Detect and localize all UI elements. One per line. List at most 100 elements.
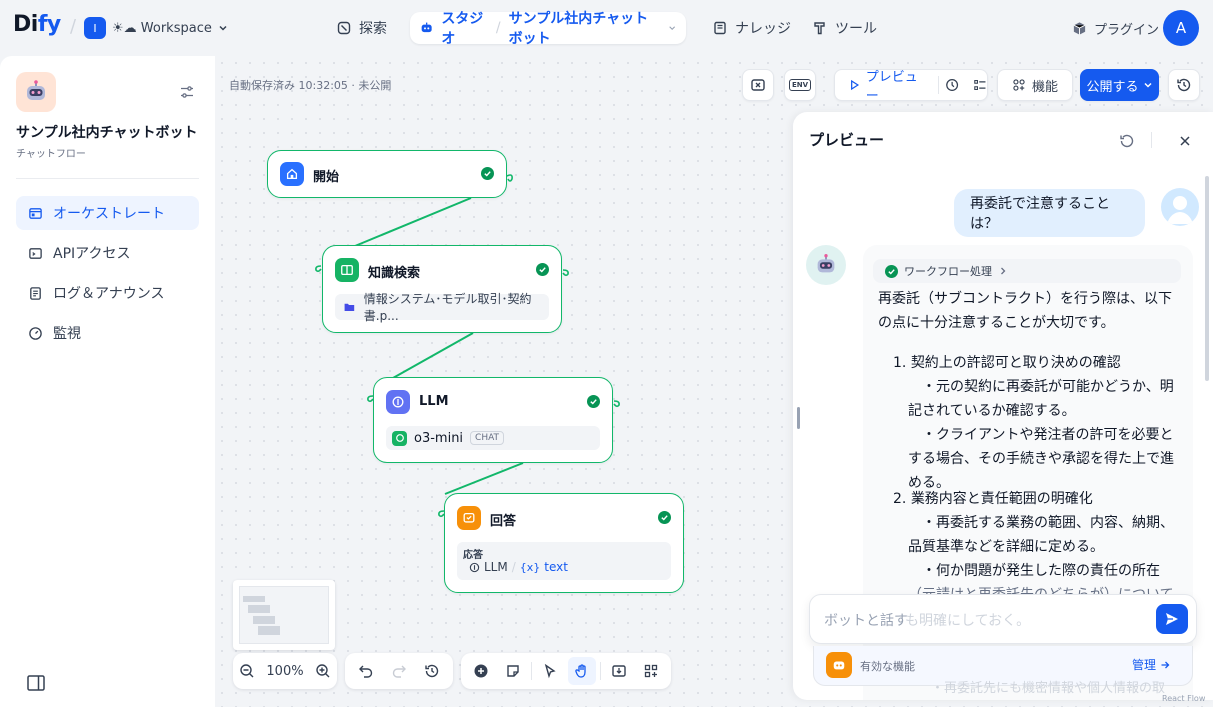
nav-studio[interactable]: スタジオ / サンプル社内チャットボット <box>410 11 686 47</box>
add-node-button[interactable] <box>467 657 495 685</box>
nav-knowledge[interactable]: ナレッジ <box>702 12 801 44</box>
change-history-button[interactable] <box>418 657 447 685</box>
history-icon <box>425 664 439 678</box>
file-list-icon <box>30 286 41 300</box>
item-number: 2. <box>893 491 911 507</box>
sidebar-item-api[interactable]: APIアクセス <box>16 236 199 270</box>
clear-variables-button[interactable] <box>742 69 774 101</box>
layout-icon <box>29 207 42 219</box>
separator: / <box>511 560 516 574</box>
checklist-icon[interactable] <box>973 77 987 93</box>
node-start[interactable]: 開始 <box>267 150 507 198</box>
zoom-in-icon[interactable] <box>315 663 331 679</box>
item-number: 1. <box>893 355 911 371</box>
chat-input[interactable]: ボットと話す <box>824 613 908 629</box>
user-avatar[interactable]: A <box>1163 10 1199 46</box>
answer-variable-box: 応答 LLM / {x} text <box>457 542 671 580</box>
hand-mode-button[interactable] <box>568 657 597 685</box>
chat-input-box[interactable]: ボットと話す も明確にしておく。 <box>809 594 1197 644</box>
sidebar-item-logs[interactable]: ログ＆アナウンス <box>16 276 199 310</box>
features-button[interactable]: 機能 <box>997 69 1073 101</box>
user-avatar-icon <box>1161 188 1199 226</box>
answer-item-2: 2. 業務内容と責任範囲の明確化 ・再委託する業務の範囲、内容、納期、品質基準な… <box>893 487 1183 607</box>
item-heading: 契約上の許認可と取り決めの確認 <box>910 355 1121 371</box>
divider <box>16 178 199 179</box>
model-selector: o3-mini CHAT <box>386 426 600 450</box>
close-icon[interactable] <box>1178 134 1192 148</box>
panel-resize-handle[interactable] <box>797 407 800 429</box>
organize-blocks-button[interactable] <box>637 657 665 685</box>
workspace-switcher[interactable]: I ☀☁ Workspace <box>84 17 228 39</box>
sidebar-item-label: 監視 <box>53 326 81 342</box>
item-point: ・元の契約に再委託が可能かどうか、明記されているか確認する。 <box>908 379 1174 419</box>
dashboard-icon <box>29 326 42 340</box>
node-title: 回答 <box>490 514 517 529</box>
workflow-process-toggle[interactable]: ワークフロー処理 <box>873 259 1181 283</box>
history-controls <box>345 653 453 689</box>
nav-app-label[interactable]: サンプル社内チャットボット <box>508 11 649 47</box>
chevron-down-icon <box>1143 82 1152 88</box>
preview-button-group: プレビュー <box>834 69 988 104</box>
node-llm[interactable]: LLM o3-mini CHAT <box>373 377 613 463</box>
variable-name: text <box>544 560 568 574</box>
dataset-item: 情報システム･モデル取引･契約書.p... <box>335 292 549 323</box>
redo-button[interactable] <box>384 657 413 685</box>
publish-button[interactable]: 公開する <box>1080 69 1159 101</box>
llm-icon <box>386 390 410 414</box>
nav-tools[interactable]: ツール <box>802 12 887 44</box>
sidebar-item-orchestrate[interactable]: オーケストレート <box>16 196 199 230</box>
preview-button[interactable]: プレビュー <box>865 70 918 104</box>
app-name: サンプル社内チャットボット <box>16 125 198 141</box>
history-check-icon[interactable] <box>945 77 959 93</box>
workspace-avatar: I <box>84 17 106 39</box>
answer-icon <box>457 506 481 530</box>
minimap-node <box>253 616 275 624</box>
dataset-name: 情報システム･モデル取引･契約書.p... <box>363 292 532 323</box>
version-history-button[interactable] <box>1168 69 1200 101</box>
success-check-icon <box>587 395 600 408</box>
zoom-controls: 100% <box>233 653 337 689</box>
minimap[interactable] <box>233 580 335 650</box>
success-check-icon <box>536 263 549 276</box>
plugins-button[interactable]: プラグイン <box>1072 19 1159 38</box>
variable-reference: LLM / {x} text <box>469 560 568 574</box>
zoom-out-icon[interactable] <box>239 663 255 679</box>
robot-avatar-icon <box>27 80 45 100</box>
send-button[interactable] <box>1156 604 1188 634</box>
add-note-button[interactable] <box>499 657 527 685</box>
zoom-level[interactable]: 100% <box>266 663 304 679</box>
undo-button[interactable] <box>351 657 380 685</box>
nav-explore[interactable]: 探索 <box>326 12 397 44</box>
export-image-button[interactable] <box>605 657 633 685</box>
success-check-icon <box>658 511 671 524</box>
openai-icon <box>392 430 407 446</box>
divider <box>600 662 601 680</box>
discord-like-icon <box>826 652 852 678</box>
features-bar: 有効な機能 管理 <box>813 646 1193 686</box>
settings-sliders-icon[interactable] <box>179 84 195 100</box>
node-answer[interactable]: 回答 応答 LLM / {x} text <box>444 493 684 593</box>
manage-link[interactable]: 管理 <box>1132 656 1170 673</box>
overflow-text: ・再委託先にも機密情報や個人情報の取 <box>931 681 1166 696</box>
dify-logo[interactable]: Dify <box>13 12 61 37</box>
chat-scrollbar[interactable] <box>1205 176 1209 381</box>
item-point: ・再委託する業務の範囲、内容、納期、品質基準などを詳細に定める。 <box>908 515 1174 555</box>
env-button[interactable]: ENV <box>784 69 816 101</box>
node-knowledge-retrieval[interactable]: 知識検索 情報システム･モデル取引･契約書.p... <box>322 245 562 333</box>
refresh-icon[interactable] <box>1119 133 1135 149</box>
edges <box>315 174 620 518</box>
sidebar-item-label: ログ＆アナウンス <box>53 286 165 302</box>
success-check-icon <box>885 264 898 278</box>
nav-knowledge-label: ナレッジ <box>735 21 791 37</box>
bot-avatar <box>806 245 846 285</box>
apps-icon <box>1013 79 1025 91</box>
top-bar: Dify / I ☀☁ Workspace 探索 スタジオ / サンプル社内チャ… <box>0 0 1213 56</box>
workflow-process-label: ワークフロー処理 <box>904 265 992 278</box>
sidebar-item-monitor[interactable]: 監視 <box>16 316 199 350</box>
chevron-down-icon[interactable] <box>668 23 676 33</box>
plugins-label: プラグイン <box>1094 23 1160 38</box>
publish-label: 公開する <box>1086 79 1139 95</box>
home-icon <box>280 162 304 186</box>
pointer-mode-button[interactable] <box>536 657 564 685</box>
collapse-sidebar-icon[interactable] <box>27 675 45 691</box>
